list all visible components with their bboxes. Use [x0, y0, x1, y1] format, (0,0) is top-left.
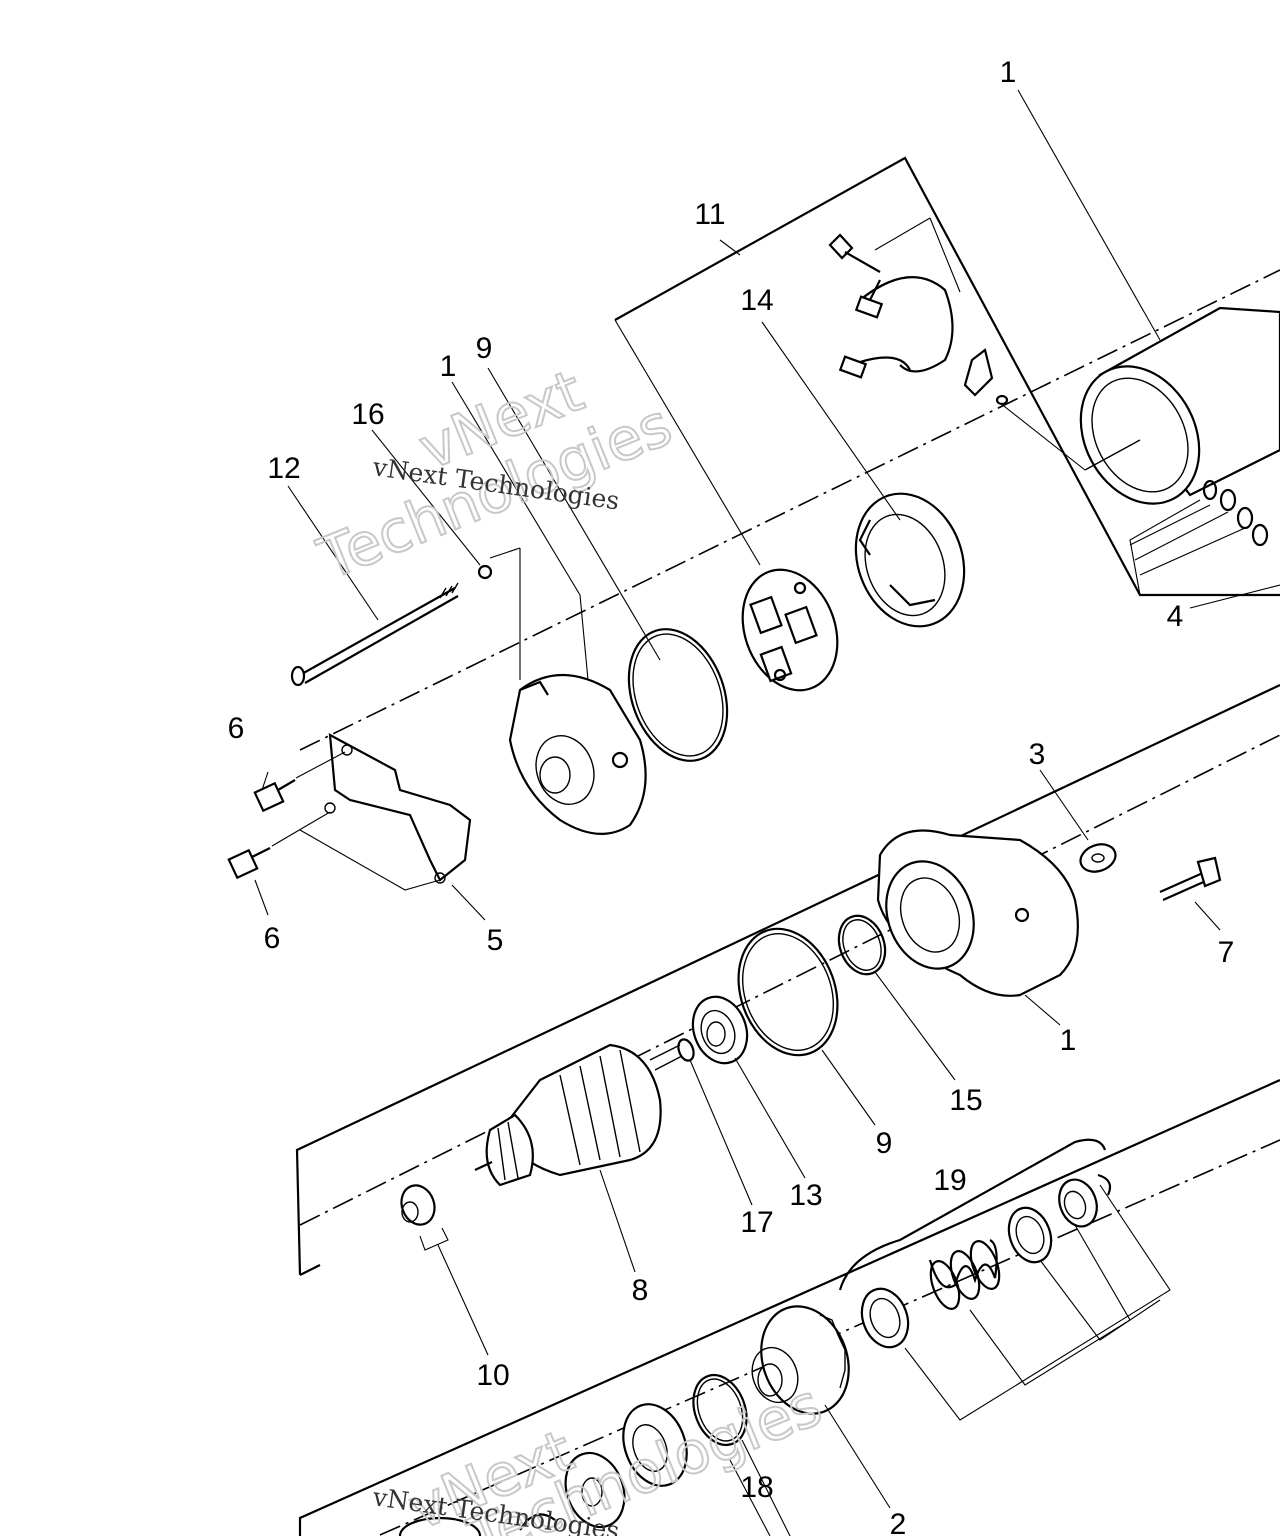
callout-leader-lines: [254, 89, 1280, 1536]
callout-17: 17: [740, 1206, 773, 1239]
kit-bracket-brush-assembly: [614, 156, 1280, 597]
armature: [474, 1043, 683, 1187]
kit-bracket-pinion: [298, 1078, 1280, 1536]
callout-4: 4: [1167, 600, 1184, 633]
bolt-upper: [253, 751, 346, 813]
small-o-ring: [837, 914, 887, 976]
callout-8: 8: [632, 1274, 649, 1307]
callout-13: 13: [789, 1179, 822, 1212]
brush-plate: [741, 568, 839, 692]
watermark-bottom: vNext Technologies vNext Technologies: [370, 1369, 832, 1536]
starter-yoke-housing: [1079, 306, 1280, 505]
rear-end-cover: [508, 674, 647, 835]
callout-3: 3: [1029, 738, 1046, 771]
callout-1-rear-cover: 1: [440, 350, 457, 383]
o-ring-lower: [737, 927, 839, 1057]
bushing: [400, 1184, 449, 1251]
callout-10: 10: [476, 1359, 509, 1392]
callout-1-top: 1: [1000, 56, 1017, 89]
ball-bearing: [691, 995, 749, 1065]
thrust-washer: [677, 1038, 695, 1062]
callout-6-lower: 6: [264, 922, 281, 955]
stop-collar: [622, 1403, 688, 1487]
bolt-lower: [227, 811, 331, 880]
pinion-gear: [751, 1305, 850, 1415]
sealing-washer: [1079, 843, 1117, 873]
brush-assembly-parts: [828, 233, 1086, 471]
callout-15: 15: [949, 1084, 982, 1117]
clip-bottom: [398, 1513, 556, 1536]
yoke-washers: [1129, 479, 1269, 596]
callout-7: 7: [1218, 936, 1235, 969]
clutch-spring-group: [838, 1138, 1171, 1421]
callout-16: 16: [351, 398, 384, 431]
callout-19: 19: [933, 1164, 966, 1197]
callout-14: 14: [740, 284, 773, 317]
callout-numbers: 1 11 14 9 1 16 12 4 6 6 5 3 7 1 15 9 13 …: [228, 56, 1235, 1536]
brush-holder-ring: [854, 492, 966, 628]
front-housing: [876, 829, 1079, 997]
through-bolt: [290, 564, 493, 687]
callout-11: 11: [694, 198, 725, 231]
callout-6-upper: 6: [228, 712, 245, 745]
callout-9-upper: 9: [476, 332, 493, 365]
callout-9-lower: 9: [876, 1127, 893, 1160]
snap-ring: [692, 1374, 748, 1446]
o-ring-upper: [627, 628, 729, 762]
callout-1-front-housing: 1: [1060, 1024, 1077, 1057]
callout-18: 18: [740, 1471, 773, 1504]
mounting-bracket: [324, 733, 472, 884]
callout-12: 12: [267, 452, 300, 485]
housing-bolt: [1159, 856, 1222, 902]
callout-5: 5: [487, 924, 504, 957]
callout-2: 2: [890, 1508, 907, 1536]
thrust-plate-bottom: [564, 1451, 626, 1529]
watermark-top: vNext Technologies vNext Technologies: [308, 355, 682, 594]
